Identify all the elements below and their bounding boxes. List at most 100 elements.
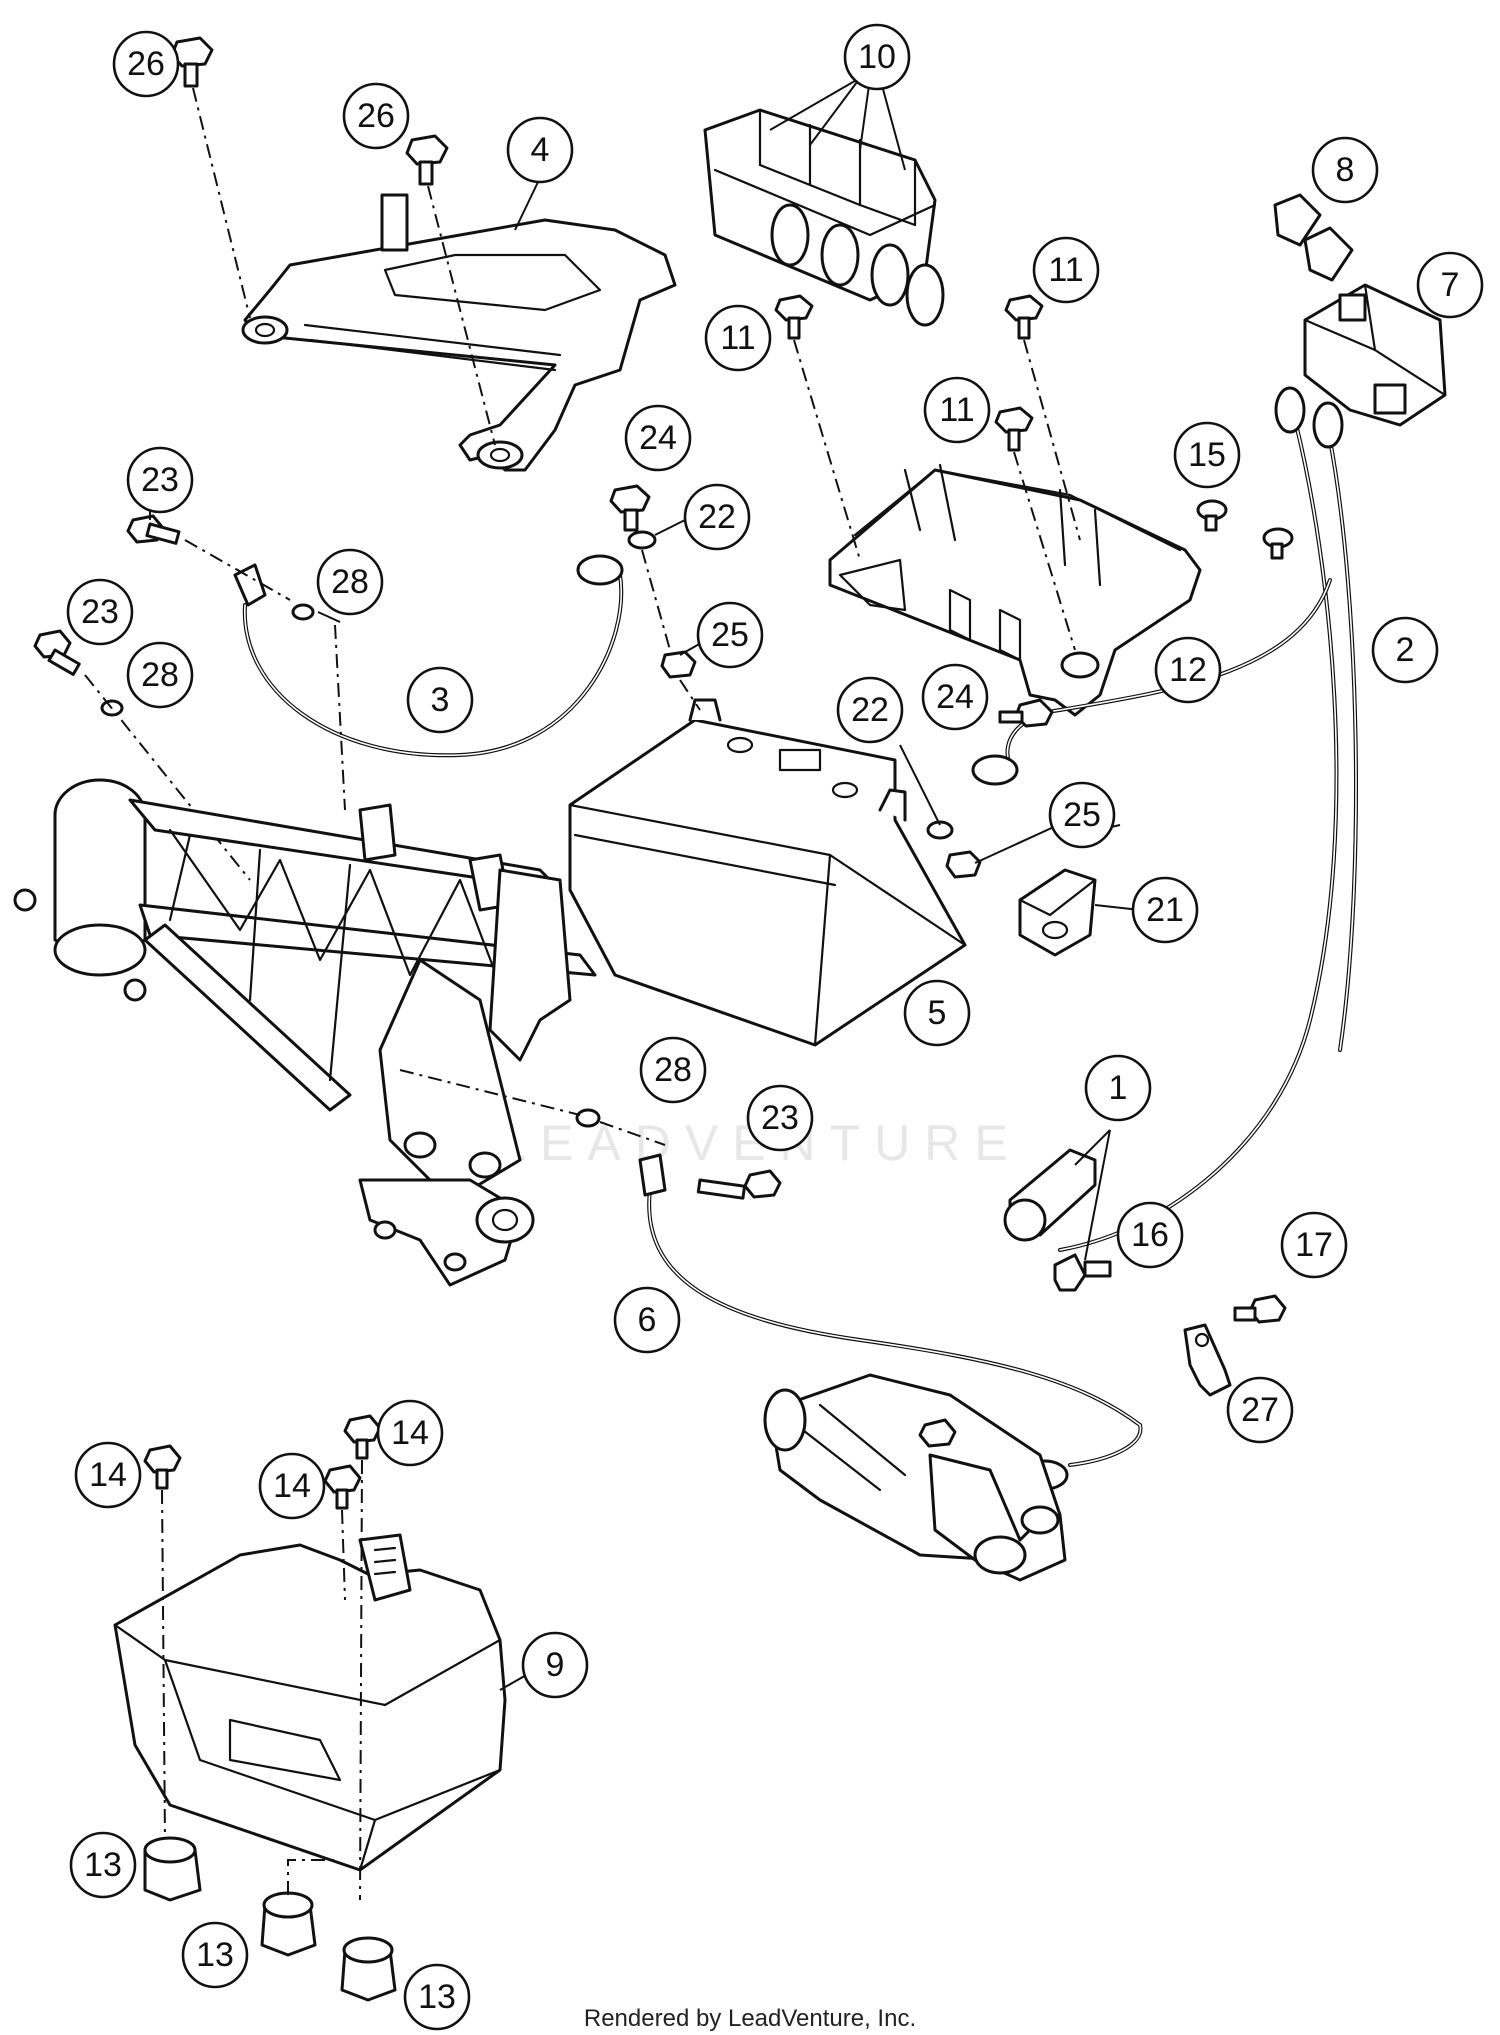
bolt-26-right[interactable] [405,134,449,186]
svg-text:5: 5 [928,994,947,1032]
callout-25-side[interactable]: 25 [1048,781,1116,849]
part-frame[interactable] [13,778,597,1287]
guide-line [793,339,861,561]
rubber-foot-13-a[interactable] [143,1836,202,1902]
bolt-26-left[interactable] [170,36,214,88]
svg-text:26: 26 [357,97,395,135]
callout-28-upper[interactable]: 28 [316,548,384,616]
callout-25-top[interactable]: 25 [696,601,764,669]
bolt-11-center[interactable] [994,406,1034,452]
nut-25-top[interactable] [660,650,697,679]
callout-8[interactable]: 8 [1311,136,1379,204]
callout-17[interactable]: 17 [1280,1211,1348,1279]
callout-24-right[interactable]: 24 [921,663,989,731]
part-starter-motor[interactable] [763,1373,1067,1582]
bolt-11-right[interactable] [1004,294,1044,340]
bolt-24-right[interactable] [998,698,1054,728]
part-fuses[interactable] [1273,193,1354,282]
callout-27[interactable]: 27 [1226,1376,1294,1444]
bolt-14-right[interactable] [343,1414,382,1460]
bolt-17[interactable] [1233,1294,1287,1324]
svg-text:10: 10 [858,38,896,76]
svg-text:11: 11 [720,319,755,357]
callout-11-right[interactable]: 11 [1032,236,1100,304]
svg-text:22: 22 [851,691,889,729]
callout-14-center[interactable]: 14 [258,1452,326,1520]
callout-13-left[interactable]: 13 [69,1831,137,1899]
svg-text:26: 26 [127,45,165,83]
guide-line [641,549,671,651]
part-starter-relay[interactable] [1303,283,1447,427]
nut-25-side[interactable] [945,850,982,879]
screw-15-a[interactable] [1196,499,1228,532]
bolt-14-center[interactable] [323,1464,362,1510]
callout-23-lower[interactable]: 23 [746,1084,814,1152]
callout-7[interactable]: 7 [1416,251,1484,319]
washer-22-top[interactable] [627,530,657,550]
svg-text:25: 25 [711,616,749,654]
svg-text:23: 23 [761,1099,799,1137]
screw-15-b[interactable] [1262,527,1294,560]
callout-22-top[interactable]: 22 [683,483,751,551]
callout-14-right[interactable]: 14 [376,1399,444,1467]
callout-5[interactable]: 5 [903,979,971,1047]
bolt-23-upper[interactable] [126,514,181,545]
svg-text:13: 13 [84,1846,122,1884]
callout-14-left[interactable]: 14 [74,1441,142,1509]
washer-28-upper[interactable] [291,603,315,621]
callout-11-center[interactable]: 11 [923,376,991,444]
cable-2[interactable] [1058,386,1359,1252]
callout-16[interactable]: 16 [1116,1201,1184,1269]
part-relay-block[interactable] [703,108,945,327]
rubber-foot-13-b[interactable] [260,1891,317,1957]
callout-3[interactable]: 3 [406,666,474,734]
bolt-23-left[interactable] [33,629,81,676]
part-battery[interactable] [568,698,967,1047]
svg-text:11: 11 [939,391,974,429]
callout-11-left[interactable]: 11 [704,304,772,372]
svg-text:3: 3 [431,681,450,719]
callout-13-center[interactable]: 13 [181,1921,249,1989]
callout-28-lower[interactable]: 28 [639,1036,707,1104]
callout-10[interactable]: 10 [843,23,911,91]
svg-text:17: 17 [1295,1226,1333,1264]
callout-21[interactable]: 21 [1131,876,1199,944]
callout-26-right[interactable]: 26 [342,82,410,150]
callout-2[interactable]: 2 [1371,616,1439,684]
bolt-23-lower[interactable] [696,1169,782,1200]
guide-line [334,624,346,811]
callout-22-side[interactable]: 22 [836,676,904,744]
callout-9[interactable]: 9 [521,1631,589,1699]
part-bracket-plate[interactable] [241,193,677,472]
callouts: 26 26 4 10 8 7 11 11 11 15 24 22 25 23 2… [66,23,1484,2031]
cable-12[interactable] [971,578,1332,786]
callout-28-left[interactable]: 28 [126,641,194,709]
callout-1[interactable]: 1 [1084,1054,1152,1122]
svg-text:28: 28 [331,563,369,601]
callout-24-top[interactable]: 24 [624,404,692,472]
rubber-foot-13-c[interactable] [340,1936,397,2002]
svg-text:9: 9 [546,1646,565,1684]
part-terminal-cover[interactable] [1018,868,1097,957]
callout-12[interactable]: 12 [1154,636,1222,704]
callout-23-left[interactable]: 23 [66,578,134,646]
part-battery-cover[interactable] [828,463,1202,717]
part-terminal-boot[interactable] [1003,1148,1097,1242]
washer-22-side[interactable] [926,820,954,840]
callout-13-right[interactable]: 13 [403,1963,471,2031]
callout-6[interactable]: 6 [613,1286,681,1354]
guide-line [679,679,701,711]
part-ground-plate[interactable] [1183,1323,1232,1397]
callout-4[interactable]: 4 [506,116,574,184]
callout-23-upper[interactable]: 23 [126,446,194,514]
part-battery-tray[interactable] [113,1533,507,1872]
bolt-11-left[interactable] [774,294,814,340]
callout-26-left[interactable]: 26 [112,30,180,98]
guide-line [287,1859,340,1895]
bolt-14-left[interactable] [143,1444,182,1490]
washer-28-lower[interactable] [575,1108,601,1128]
bolt-24-top[interactable] [609,484,651,532]
cable-3[interactable] [233,554,624,758]
callout-15[interactable]: 15 [1173,421,1241,489]
part-ground-lead[interactable] [1053,1253,1112,1292]
